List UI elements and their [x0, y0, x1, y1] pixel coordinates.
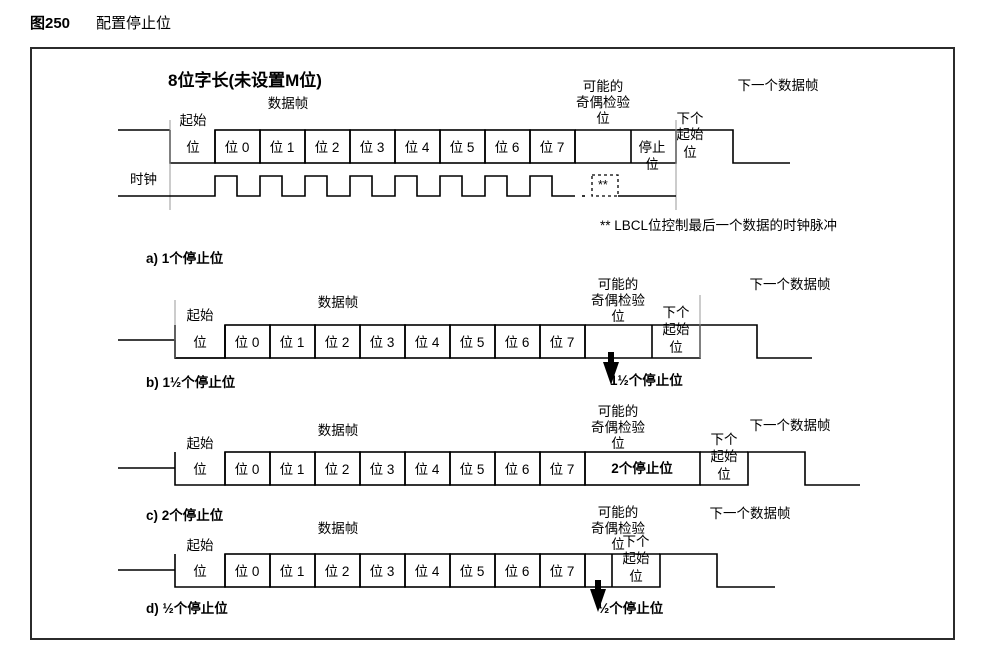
row-c-bit-1: 位 1 — [279, 462, 305, 477]
row-a-parity-label-line2: 奇偶检验 — [576, 95, 630, 110]
row-c-parity-label-line3: 位 — [611, 436, 625, 451]
row-a-stop-bit-label-line1: 停止 — [638, 140, 666, 155]
row-b-bit-2: 位 2 — [324, 335, 350, 350]
section-a-label: a) 1个停止位 — [146, 251, 224, 266]
row-d-parity-label-line1: 可能的 — [597, 505, 639, 520]
figure-caption-text: 配置停止位 — [96, 15, 172, 32]
arrow-1p5-stop-bit — [603, 362, 619, 385]
row-b-data-frame-label: 数据帧 — [317, 295, 359, 310]
row-a-bit-1: 位 1 — [269, 140, 295, 155]
row-b-bit-6: 位 6 — [504, 335, 530, 350]
row-a-start-bit-label-line2: 位 — [186, 140, 200, 155]
row-a-bit-5: 位 5 — [449, 140, 475, 155]
arrow-half-stop-bit — [590, 589, 606, 612]
row-a-next-frame-label: 下一个数据帧 — [737, 78, 819, 93]
arrow-label-half-stop-bit: ½个停止位 — [598, 601, 664, 616]
figure-number: 图250 — [30, 15, 71, 32]
row-b-bit-1: 位 1 — [279, 335, 305, 350]
lbcl-footnote: ** LBCL位控制最后一个数据的时钟脉冲 — [600, 218, 838, 233]
row-c-parity-label-line2: 奇偶检验 — [591, 420, 645, 435]
row-d-data-frame-label: 数据帧 — [317, 521, 359, 536]
row-d-start-bit-label-line2: 位 — [193, 564, 207, 579]
row-d-start-bit-label-line1: 起始 — [186, 538, 214, 553]
row-b-bit-0: 位 0 — [234, 335, 260, 350]
row-a-bit-6: 位 6 — [494, 140, 520, 155]
row-c-start-bit-label-line2: 位 — [193, 462, 207, 477]
row-d-bit-5: 位 5 — [459, 564, 485, 579]
row-d-next-start-line1: 下个 — [622, 534, 650, 549]
row-b-start-bit-label-line2: 位 — [193, 335, 207, 350]
diagram-title: 8位字长(未设置M位) — [168, 71, 322, 90]
row-c-bit-4: 位 4 — [414, 462, 440, 477]
row-d-bit-1: 位 1 — [279, 564, 305, 579]
row-b-parity-label-line1: 可能的 — [597, 277, 639, 292]
row-a-next-start-line3: 位 — [683, 145, 697, 160]
row-c-bit-5: 位 5 — [459, 462, 485, 477]
row-c-next-start-line2: 起始 — [710, 449, 738, 464]
row-a-bit-7: 位 7 — [539, 140, 565, 155]
row-d-next-start-line3: 位 — [629, 569, 643, 584]
row-d-parity-label-line3: 位 — [611, 537, 625, 552]
row-c-data-frame-label: 数据帧 — [317, 423, 359, 438]
row-d-next-start-line2: 起始 — [622, 551, 650, 566]
row-c-bit-3: 位 3 — [369, 462, 395, 477]
row-a-next-start-line2: 起始 — [676, 127, 704, 142]
row-a-data-frame-label: 数据帧 — [267, 96, 309, 111]
section-c-label: c) 2个停止位 — [146, 508, 224, 523]
row-b-start-bit-label-line1: 起始 — [186, 308, 214, 323]
row-a-parity-label-line1: 可能的 — [582, 79, 624, 94]
row-a-bit-0: 位 0 — [224, 140, 250, 155]
row-d-bit-6: 位 6 — [504, 564, 530, 579]
row-d-bit-3: 位 3 — [369, 564, 395, 579]
row-d-bit-2: 位 2 — [324, 564, 350, 579]
row-c-next-start-line3: 位 — [717, 467, 731, 482]
section-b-label: b) 1½个停止位 — [146, 375, 236, 390]
row-d-parity-label-line2: 奇偶检验 — [591, 521, 645, 536]
row-b-bit-7: 位 7 — [549, 335, 575, 350]
section-d-label: d) ½个停止位 — [146, 601, 228, 616]
clock-label: 时钟 — [130, 172, 157, 187]
row-b-bit-3: 位 3 — [369, 335, 395, 350]
row-a-start-bit-label-line1: 起始 — [179, 113, 207, 128]
clock-lbcl-marker: ** — [598, 178, 608, 192]
figure-caption: 图250 配置停止位 — [30, 12, 171, 33]
row-a-bit-3: 位 3 — [359, 140, 385, 155]
row-b-parity-label-line2: 奇偶检验 — [591, 293, 645, 308]
clock-waveform — [118, 175, 575, 197]
figure-border — [30, 47, 955, 640]
arrow-label-1p5-stop-bit: 1½个停止位 — [610, 373, 683, 388]
row-c-bit-6: 位 6 — [504, 462, 530, 477]
row-d-next-frame-label: 下一个数据帧 — [709, 506, 791, 521]
row-a-parity-label-line3: 位 — [596, 111, 610, 126]
row-c-parity-label-line1: 可能的 — [597, 404, 639, 419]
row-d-bit-7: 位 7 — [549, 564, 575, 579]
row-b-next-start-line1: 下个 — [662, 305, 690, 320]
row-d-bit-0: 位 0 — [234, 564, 260, 579]
row-b-bit-5: 位 5 — [459, 335, 485, 350]
row-b-bit-4: 位 4 — [414, 335, 440, 350]
row-c-bit-0: 位 0 — [234, 462, 260, 477]
row-c-two-stop-bits-label: 2个停止位 — [611, 461, 673, 476]
row-b-next-start-line3: 位 — [669, 340, 683, 355]
row-c-next-frame-label: 下一个数据帧 — [749, 418, 831, 433]
row-c-start-bit-label-line1: 起始 — [186, 436, 214, 451]
row-a-stop-bit-label-line2: 位 — [645, 157, 659, 172]
row-c-next-start-line1: 下个 — [710, 432, 738, 447]
row-c-bit-7: 位 7 — [549, 462, 575, 477]
row-a-bit-4: 位 4 — [404, 140, 430, 155]
row-c-bit-2: 位 2 — [324, 462, 350, 477]
row-b-next-frame-label: 下一个数据帧 — [749, 277, 831, 292]
row-d-bit-4: 位 4 — [414, 564, 440, 579]
row-a-bit-2: 位 2 — [314, 140, 340, 155]
row-a-next-start-line1: 下个 — [676, 111, 704, 126]
row-b-next-start-line2: 起始 — [662, 322, 690, 337]
row-b-parity-label-line3: 位 — [611, 309, 625, 324]
